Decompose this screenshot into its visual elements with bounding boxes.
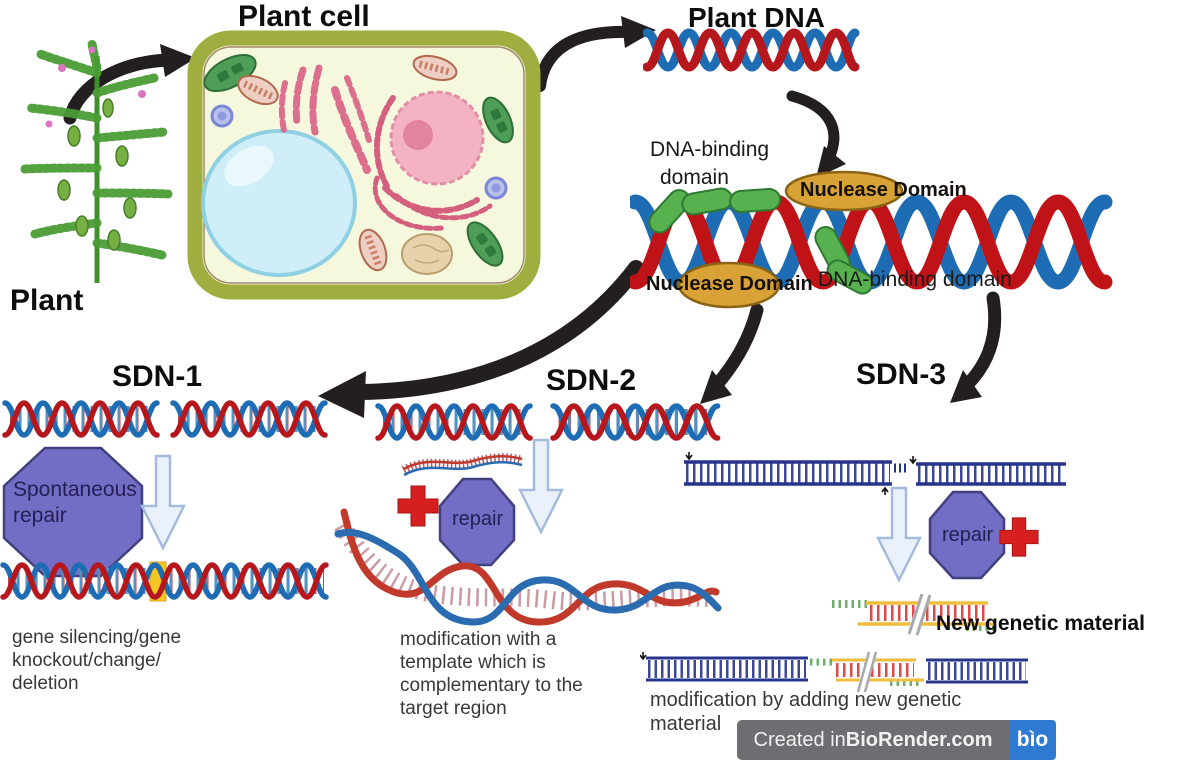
sdn3-down-arrow: [876, 486, 922, 582]
dna-binding-proteins: [648, 187, 874, 295]
sdn1-down-arrow: [140, 454, 186, 550]
nuclease-domain-top-shape: [784, 170, 904, 212]
arrow-cell-to-dna: [534, 25, 638, 92]
nuclease-domain-top-label: Nuclease Domain: [800, 179, 967, 201]
biorender-logo: bìo: [1009, 720, 1056, 760]
biorender-brand-text: BioRender.com: [845, 728, 993, 751]
sdn1-outcome-text: gene silencing/gene knockout/change/ del…: [12, 627, 182, 694]
chloroplasts: [203, 53, 514, 267]
sdn2-repair-label: repair: [452, 508, 504, 530]
plant-cell-illustration: [187, 30, 541, 300]
sdn1-repair-octagon: [2, 446, 144, 578]
sdn3-title: SDN-3: [856, 358, 947, 391]
peroxisomes: [210, 104, 508, 200]
cut-site-arrows: [685, 452, 917, 495]
rough-er: [372, 95, 493, 231]
dna-binding-left-label-line1: DNA-binding: [650, 138, 770, 161]
sdn1-repaired-dna: [0, 561, 329, 602]
bio-logo-text: bìo: [1016, 728, 1049, 751]
sdn1-cut-dna: [0, 394, 340, 444]
sdn2-modified-dna: [334, 508, 722, 626]
sdn2-title: SDN-2: [546, 364, 637, 397]
dna-binding-right-label: DNA-binding domain: [818, 268, 1012, 291]
sdn3-plus-icon: [999, 517, 1039, 557]
created-in-text: Created in: [753, 728, 846, 751]
cut-site-arrow: [640, 652, 647, 661]
sdn3-outcome-text: modification by adding new genetic mater…: [650, 689, 962, 735]
nuclease-domain-bottom-label: Nuclease Domain: [646, 273, 813, 295]
arrow-complex-to-sdn1: [354, 260, 644, 400]
sdn2-template-strand: [401, 453, 524, 477]
sdn3-modified-construct: [640, 650, 1028, 694]
nucleus: [389, 90, 485, 186]
sdn3-cut-linear-dna: [684, 452, 1066, 495]
arrow-complex-to-sdn3: [957, 291, 1002, 395]
mitochondria: [237, 54, 458, 272]
plant-cell-title: Plant cell: [238, 0, 370, 33]
plant-label: Plant: [10, 284, 84, 317]
golgi-body: [401, 233, 453, 275]
sdn2-outcome-text: modification with a template which is co…: [400, 629, 583, 719]
dna-binding-left-label-line2: domain: [660, 166, 729, 189]
arrow-complex-to-sdn2: [707, 303, 764, 395]
sdn3-repair-label: repair: [942, 524, 994, 546]
new-genetic-material-label: New genetic material: [936, 612, 1145, 635]
plant-dna-title: Plant DNA: [688, 2, 825, 33]
endoplasmic-reticulum: [278, 64, 372, 174]
arrow-plant-to-cell: [63, 53, 175, 125]
nuclease-domain-bottom-shape: [677, 261, 781, 309]
sdn1-repair-label-line1: Spontaneous: [13, 478, 137, 501]
new-genetic-material-strand: [832, 594, 998, 636]
sdn1-title: SDN-1: [112, 360, 203, 393]
vacuole: [201, 129, 357, 277]
plant-dna-helix: [643, 28, 860, 72]
biorender-watermark: Created in BioRender.com: [737, 720, 1009, 760]
plant-illustration: [20, 39, 173, 283]
sdn1-repair-label-line2: repair: [13, 504, 67, 527]
